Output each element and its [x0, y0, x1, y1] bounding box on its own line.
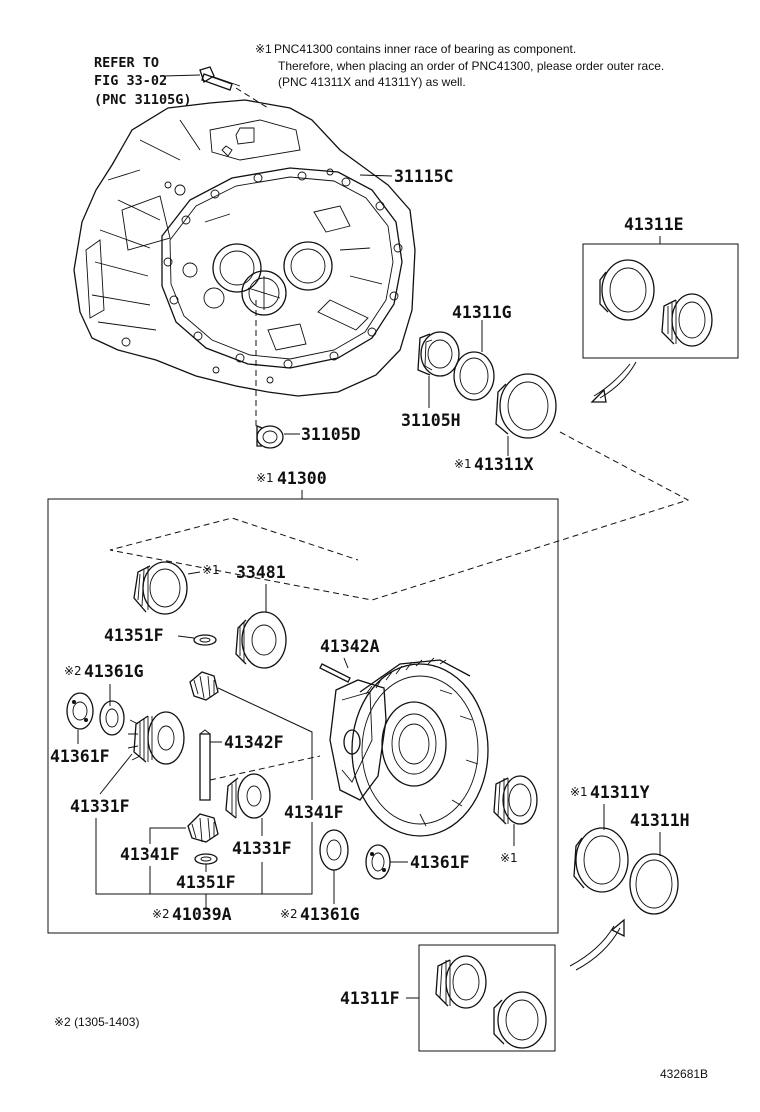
label-33481: 33481: [236, 563, 286, 582]
label-41311g: 41311G: [452, 303, 512, 322]
pin-41342a-icon: [319, 663, 351, 683]
label-41331f-left: 41331F: [70, 797, 130, 816]
bearing-cone-right-icon: [493, 775, 538, 825]
label-41300-mark: ※1: [256, 471, 274, 485]
bearing-cone-41311e-icon: [661, 293, 713, 347]
label-41311h: 41311H: [630, 811, 690, 830]
label-41341f-right: 41341F: [284, 803, 344, 822]
outer-race-41311f-icon: [493, 991, 547, 1049]
label-31105d: 31105D: [301, 425, 361, 444]
leader-41342a: [343, 657, 349, 669]
label-31105h: 31105H: [401, 411, 461, 430]
washer-41351f-upper-icon: [193, 634, 217, 646]
group-box-41300: [47, 498, 559, 934]
leader-31115c: [359, 174, 393, 177]
label-41361f-left: 41361F: [50, 747, 110, 766]
bolt-31105g-icon: [162, 66, 269, 109]
note1-line3: (PNC 41311X and 41311Y) as well.: [278, 75, 466, 89]
shim-41311g-icon: [453, 351, 495, 401]
label-41311y-mark: ※1: [570, 785, 588, 799]
label-41331f-mid: 41331F: [232, 839, 292, 858]
label-41039a: 41039A: [172, 905, 232, 924]
oil-seal-31105d-icon: [256, 425, 284, 449]
bracket-41039a: [95, 818, 313, 895]
label-41311f: 41311F: [340, 989, 400, 1008]
refer-line2: FIG 33-02: [94, 73, 167, 89]
speedometer-gear-33481-icon: [235, 611, 287, 669]
label-41351f-top: 41351F: [104, 626, 164, 645]
footer-date-note: ※2 (1305-1403): [54, 1015, 139, 1029]
bearing-cone-upper-icon: [133, 561, 188, 615]
transaxle-case-31115c: [73, 99, 416, 397]
box-41311e: [582, 243, 739, 359]
arrowhead-41311f: [610, 918, 625, 938]
label-41342f: 41342F: [224, 733, 284, 752]
thrust-washer-41361g-lower-icon: [319, 829, 349, 871]
label-41311e: 41311E: [624, 215, 684, 234]
refer-line3: (PNC 31105G): [94, 92, 192, 108]
label-31115c: 31115C: [394, 167, 454, 186]
bearing-race-41311e-icon: [599, 259, 655, 321]
side-gear-41331f-mid-icon: [225, 773, 271, 819]
label-41311x-mark: ※1: [454, 457, 472, 471]
label-41311y: 41311Y: [590, 783, 650, 802]
bearing-cone-41311f-icon: [435, 955, 487, 1009]
label-41300: 41300: [277, 469, 327, 488]
outer-race-41311y-icon: [573, 827, 629, 893]
note1-mark: ※1: [255, 42, 272, 56]
label-41341f-left: 41341F: [120, 845, 180, 864]
thrust-washer-41361f-right-icon: [365, 844, 391, 880]
leader-41351f-top: [177, 635, 195, 639]
footer-figure-id: 432681B: [660, 1067, 708, 1081]
pinion-gear-41341f-upper-icon: [189, 671, 219, 701]
side-gear-41331f-left-icon: [127, 711, 185, 765]
arrow-41311e: [599, 361, 637, 399]
oil-seal-31105h-icon: [417, 331, 460, 377]
pinion-gear-41341f-lower-icon: [187, 813, 219, 843]
label-bearing-mark-upper: ※1: [202, 563, 220, 577]
label-bearing-mark-right: ※1: [500, 851, 518, 865]
label-41361f-right: 41361F: [410, 853, 470, 872]
refer-line1: REFER TO: [94, 55, 159, 71]
dash-pinion-shaft: [209, 755, 321, 781]
outer-race-41311x-icon: [495, 373, 557, 439]
leader-41341f-left: [149, 827, 186, 844]
label-41351f-bottom: 41351F: [176, 873, 236, 892]
label-41342a: 41342A: [320, 637, 380, 656]
pinion-shaft-41342f-icon: [199, 729, 211, 801]
shim-41311h-icon: [629, 853, 679, 915]
label-41361g-top-mark: ※2: [64, 664, 82, 678]
label-41361g-bottom: 41361G: [300, 905, 360, 924]
label-41361g-top: 41361G: [84, 662, 144, 681]
differential-case-ring-gear-icon: [329, 657, 489, 837]
note1-line2: Therefore, when placing an order of PNC4…: [278, 59, 664, 73]
note1-line1: PNC41300 contains inner race of bearing …: [274, 42, 576, 56]
label-41361g-bottom-mark: ※2: [280, 907, 298, 921]
thrust-washer-41361f-left-icon: [66, 692, 94, 730]
thrust-washer-41361g-upper-icon: [99, 700, 125, 736]
washer-41351f-lower-icon: [194, 853, 218, 865]
label-41311x: 41311X: [474, 455, 534, 474]
label-41039a-mark: ※2: [152, 907, 170, 921]
leader-41331f-left: [99, 753, 133, 795]
arrowhead-41311e: [590, 388, 607, 403]
leader-41341f-right-a: [217, 687, 313, 800]
dash-bearing-link: [109, 431, 690, 601]
